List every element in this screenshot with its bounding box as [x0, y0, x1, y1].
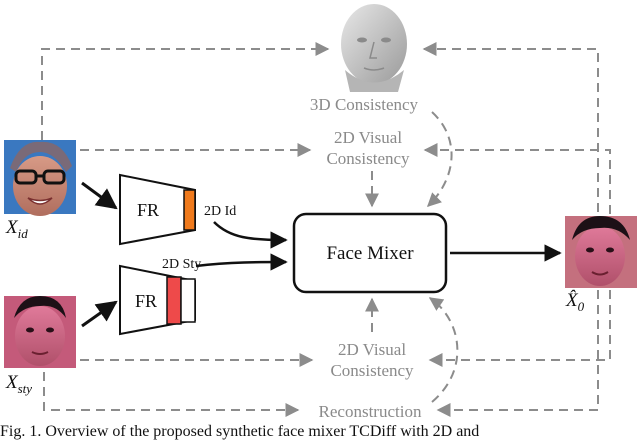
label-reconstruction: Reconstruction: [319, 402, 422, 421]
fr-style-feature-bar-1: [166, 276, 182, 325]
curve-recon-to-mixer: [428, 297, 459, 403]
fr-style-feature-bar-2: [180, 278, 196, 323]
x-sty-label: Xsty: [5, 372, 32, 396]
loop-recon-right: [436, 290, 599, 417]
label-visual-top-1: 2D Visual: [334, 128, 402, 147]
arrow-id-to-mixer: [213, 221, 288, 249]
label-2d-id: 2D Id: [204, 204, 236, 219]
figure-caption: Fig. 1. Overview of the proposed synthet…: [0, 423, 480, 440]
label-3d-consistency: 3D Consistency: [310, 95, 419, 114]
loop-3d-left: [41, 42, 330, 140]
label-visual-bottom-1: 2D Visual: [338, 340, 406, 359]
fr-label-top: FR: [137, 200, 159, 220]
arrow-id-to-fr: [81, 181, 118, 210]
fr-encoder-identity: FR: [119, 173, 196, 246]
fr-label-bottom: FR: [135, 291, 157, 311]
x-id-label: Xid: [5, 217, 28, 241]
curve-3d-to-mixer: [426, 111, 453, 207]
identity-face-image: [4, 140, 76, 216]
loop-recon-left: [43, 372, 300, 417]
output-label: X̂0: [565, 290, 585, 314]
dashed-connectors: [41, 42, 611, 417]
output-face-image: [565, 216, 637, 288]
face-mixer-label: Face Mixer: [326, 243, 414, 264]
loop-visual-bottom-right: [428, 290, 611, 367]
label-visual-top-2: Consistency: [326, 149, 410, 168]
arrow-sty-to-fr: [81, 300, 118, 328]
label-2d-sty: 2D Sty: [162, 257, 201, 272]
label-visual-bottom-2: Consistency: [330, 361, 414, 380]
loop-visual-top-right: [423, 143, 611, 214]
fr-identity-feature-bar: [183, 189, 196, 231]
loop-3d-right: [422, 42, 599, 212]
fr-encoder-style: FR: [119, 264, 196, 336]
head-3d-render: [341, 4, 407, 92]
arrow-sty-to-mixer: [195, 253, 288, 271]
face-mixer-block: Face Mixer: [292, 212, 448, 294]
style-face-image: [4, 296, 76, 368]
